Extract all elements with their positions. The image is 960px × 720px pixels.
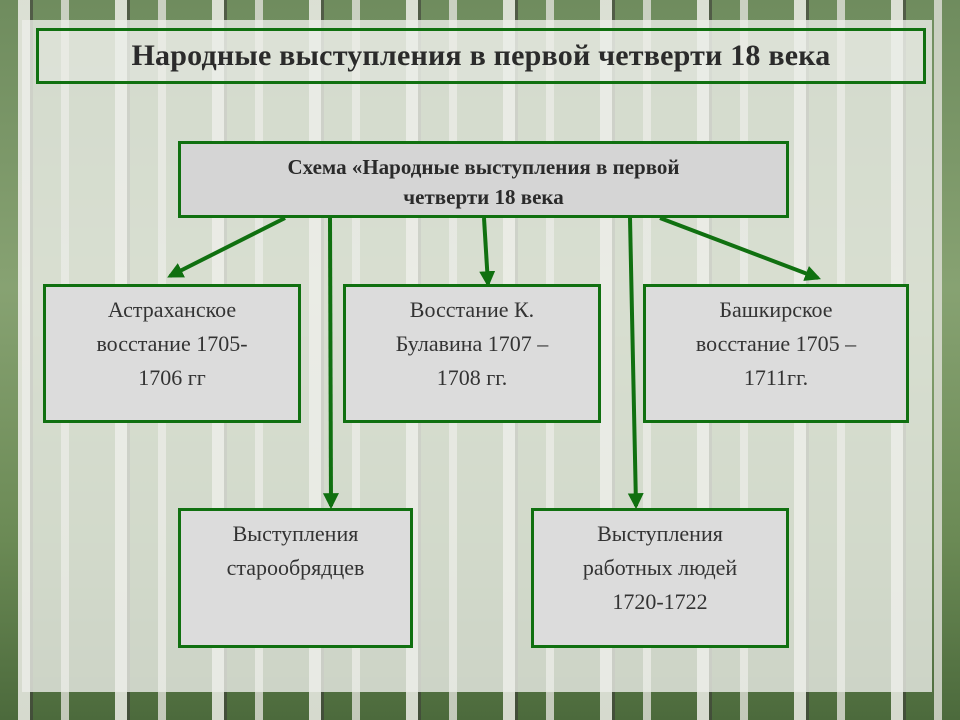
node-bashkir-line-1: Башкирское (719, 297, 833, 322)
arrow-to-bulavin (479, 217, 496, 288)
page-title: Народные выступления в первой четверти 1… (131, 39, 831, 72)
node-oldbelievers: Выступления старообрядцев (178, 508, 413, 648)
node-astrakhan-line-1: Астраханское (107, 297, 237, 322)
title-box: Народные выступления в первой четверти 1… (36, 28, 926, 84)
node-bulavin-line-2: Булавина 1707 – (395, 331, 549, 356)
center-node-line-1: Схема «Народные выступления в первой (287, 155, 680, 179)
node-workers-line-2: работных людей (582, 555, 738, 580)
center-node: Схема «Народные выступления в первой чет… (178, 141, 789, 218)
arrow-to-oldbelievers (322, 217, 339, 510)
node-astrakhan-line-3: 1706 гг (138, 365, 206, 390)
arrow-to-astrakhan (167, 216, 286, 278)
node-oldbelievers-line-2: старообрядцев (226, 555, 365, 580)
node-bashkir: Башкирское восстание 1705 – 1711гг. (643, 284, 909, 423)
node-astrakhan-line-2: восстание 1705- (96, 331, 248, 356)
arrow-to-workers (627, 217, 644, 510)
center-node-line-2: четверти 18 века (403, 185, 564, 209)
arrow-to-bashkir (659, 216, 821, 281)
node-bulavin: Восстание К. Булавина 1707 – 1708 гг. (343, 284, 601, 423)
node-bashkir-line-2: восстание 1705 – (695, 331, 857, 356)
node-bulavin-line-1: Восстание К. (409, 297, 535, 322)
node-bulavin-line-3: 1708 гг. (436, 365, 508, 390)
node-oldbelievers-line-1: Выступления (232, 521, 359, 546)
node-workers-line-3: 1720-1722 (612, 589, 708, 614)
node-workers-line-1: Выступления (597, 521, 723, 546)
node-bashkir-line-3: 1711гг. (743, 365, 809, 390)
node-astrakhan: Астраханское восстание 1705- 1706 гг (43, 284, 301, 423)
node-workers: Выступления работных людей 1720-1722 (531, 508, 789, 648)
